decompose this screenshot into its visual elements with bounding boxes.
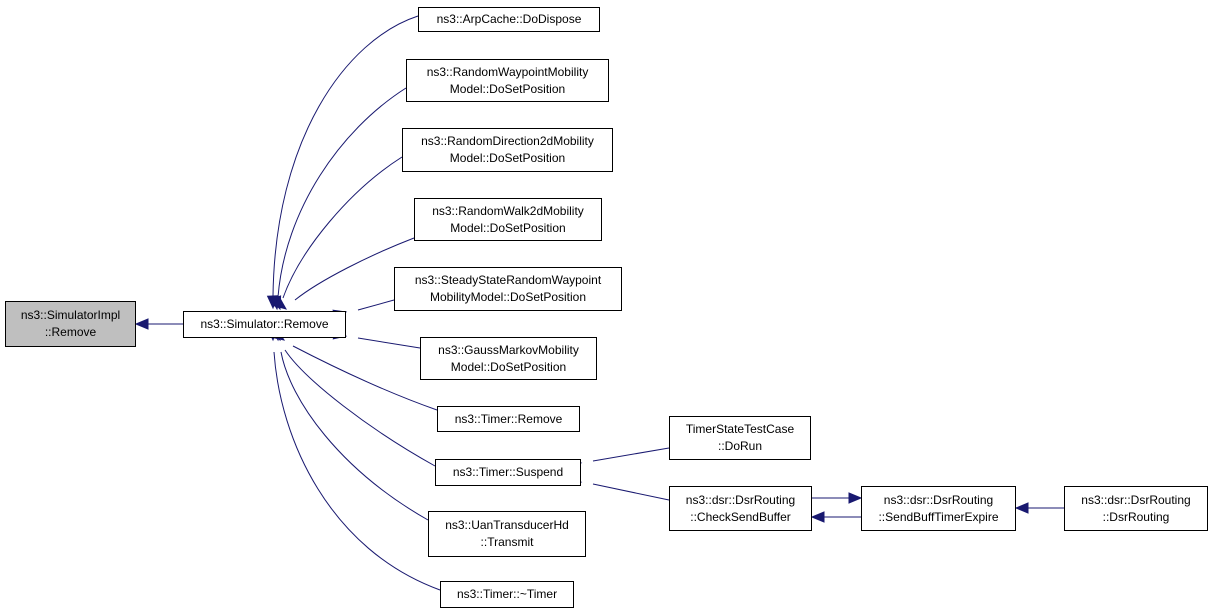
- edge-randomwaypoint-dosetposition-to-simulator-remove-line: [277, 87, 407, 298]
- node-label-line: ::Remove: [44, 325, 97, 339]
- node-dsrrouting-checksendbuffer[interactable]: ns3::dsr::DsrRouting::CheckSendBuffer: [669, 486, 812, 531]
- edge-dsrrouting-checksendbuffer-to-dsrrouting-sendbufftimerexpire-arrowhead: [848, 492, 863, 504]
- node-label-line: ns3::RandomWaypointMobility: [426, 64, 589, 79]
- edge-gaussmarkov-dosetposition-to-simulator-remove-line: [357, 337, 421, 349]
- edge-dsrrouting-ctor-to-dsrrouting-sendbufftimerexpire: [1014, 502, 1064, 514]
- node-label-line: ::CheckSendBuffer: [690, 509, 791, 524]
- node-simulator-remove[interactable]: ns3::Simulator::Remove: [183, 311, 346, 338]
- node-label-line: ns3::Timer::~Timer: [456, 587, 558, 601]
- node-label-line: ns3::dsr::DsrRouting: [685, 492, 796, 507]
- node-label-line: Model::DoSetPosition: [450, 220, 566, 235]
- node-label-line: TimerStateTestCase: [685, 422, 795, 436]
- edge-randomwalk2d-dosetposition-to-simulator-remove-arrowhead: [272, 296, 288, 310]
- edge-timer-dtor-to-simulator-remove-line: [273, 351, 441, 591]
- node-dsrrouting-sendbufftimerexpire[interactable]: ns3::dsr::DsrRouting::SendBuffTimerExpir…: [861, 486, 1016, 531]
- node-label-line: ns3::Timer::Remove: [454, 411, 563, 426]
- node-label-line: ::DoRun: [717, 439, 763, 453]
- node-label-line: MobilityModel::DoSetPosition: [429, 290, 587, 304]
- edge-randomwalk2d-dosetposition-to-simulator-remove-line: [294, 237, 415, 301]
- edge-timer-suspend-to-simulator-remove: [268, 326, 436, 467]
- edge-dsrrouting-checksendbuffer-to-dsrrouting-sendbufftimerexpire: [812, 492, 863, 504]
- edge-dsrrouting-checksendbuffer-to-timer-suspend-line: [592, 483, 670, 501]
- edge-dsrrouting-ctor-to-dsrrouting-sendbufftimerexpire-arrowhead: [1014, 502, 1029, 514]
- node-label-line: Model::DoSetPosition: [450, 359, 567, 374]
- node-label-line: Model::DoSetPosition: [449, 81, 566, 96]
- node-label-line: ns3::Timer::Suspend: [452, 465, 564, 479]
- edge-timerstatetestcase-dorun-to-timer-suspend-line: [592, 447, 670, 462]
- edge-uantransducerhd-transmit-to-simulator-remove-line: [280, 351, 429, 521]
- edge-timer-dtor-to-simulator-remove: [266, 327, 441, 591]
- node-arpcache-dodispose[interactable]: ns3::ArpCache::DoDispose: [418, 7, 600, 32]
- edge-timer-remove-to-simulator-remove-line: [292, 345, 438, 411]
- node-uantransducerhd-transmit[interactable]: ns3::UanTransducerHd::Transmit: [428, 511, 586, 557]
- edge-simulator-remove-to-simimpl-remove: [134, 318, 183, 330]
- node-label-line: ns3::SimulatorImpl: [20, 308, 121, 322]
- edge-steadystate-dosetposition-to-simulator-remove-line: [357, 299, 395, 311]
- edge-simulator-remove-to-simimpl-remove-arrowhead: [134, 318, 149, 330]
- edge-randomwaypoint-dosetposition-to-simulator-remove: [269, 87, 407, 311]
- edge-randomdirection2d-dosetposition-to-simulator-remove: [270, 156, 403, 311]
- edge-dsrrouting-checksendbuffer-to-timer-suspend: [567, 473, 670, 501]
- node-label-line: ns3::dsr::DsrRouting: [1081, 492, 1191, 507]
- edge-dsrrouting-sendbufftimerexpire-to-dsrrouting-checksendbuffer: [810, 511, 861, 523]
- edge-timerstatetestcase-dorun-to-timer-suspend: [567, 447, 670, 471]
- node-label-line: ns3::SteadyStateRandomWaypoint: [414, 273, 602, 287]
- edge-uantransducerhd-transmit-to-simulator-remove: [270, 326, 429, 521]
- node-label-line: ns3::GaussMarkovMobility: [438, 342, 579, 357]
- node-label-line: ns3::ArpCache::DoDispose: [436, 12, 582, 26]
- edge-timer-remove-to-simulator-remove: [270, 328, 438, 411]
- node-label-line: ns3::UanTransducerHd: [445, 518, 569, 532]
- edge-arpcache-dodispose-to-simulator-remove-line: [272, 15, 419, 297]
- edge-dsrrouting-sendbufftimerexpire-to-dsrrouting-checksendbuffer-arrowhead: [810, 511, 825, 523]
- node-timerstatetestcase-dorun[interactable]: TimerStateTestCase::DoRun: [669, 416, 811, 460]
- node-timer-suspend[interactable]: ns3::Timer::Suspend: [435, 459, 581, 486]
- node-label-line: ns3::dsr::DsrRouting: [883, 492, 994, 507]
- edge-randomwalk2d-dosetposition-to-simulator-remove: [272, 237, 415, 310]
- edge-gaussmarkov-dosetposition-to-simulator-remove: [332, 328, 421, 349]
- node-label-line: ns3::RandomDirection2dMobility: [421, 134, 594, 148]
- node-label-line: Model::DoSetPosition: [449, 151, 566, 165]
- node-label-line: ::SendBuffTimerExpire: [878, 509, 999, 524]
- node-label-line: ::DsrRouting: [1102, 509, 1170, 524]
- node-label-line: ::Transmit: [480, 535, 534, 549]
- node-dsrrouting-ctor[interactable]: ns3::dsr::DsrRouting::DsrRouting: [1064, 486, 1208, 531]
- edge-arpcache-dodispose-to-simulator-remove: [266, 15, 419, 310]
- node-timer-dtor[interactable]: ns3::Timer::~Timer: [440, 581, 574, 608]
- node-label-line: ns3::Simulator::Remove: [200, 317, 329, 331]
- edge-randomdirection2d-dosetposition-to-simulator-remove-line: [282, 156, 403, 299]
- edge-timer-suspend-to-simulator-remove-line: [284, 349, 436, 467]
- node-simimpl-remove: ns3::SimulatorImpl::Remove: [5, 301, 136, 347]
- node-label-line: ns3::RandomWalk2dMobility: [432, 203, 584, 218]
- node-timer-remove[interactable]: ns3::Timer::Remove: [437, 406, 580, 432]
